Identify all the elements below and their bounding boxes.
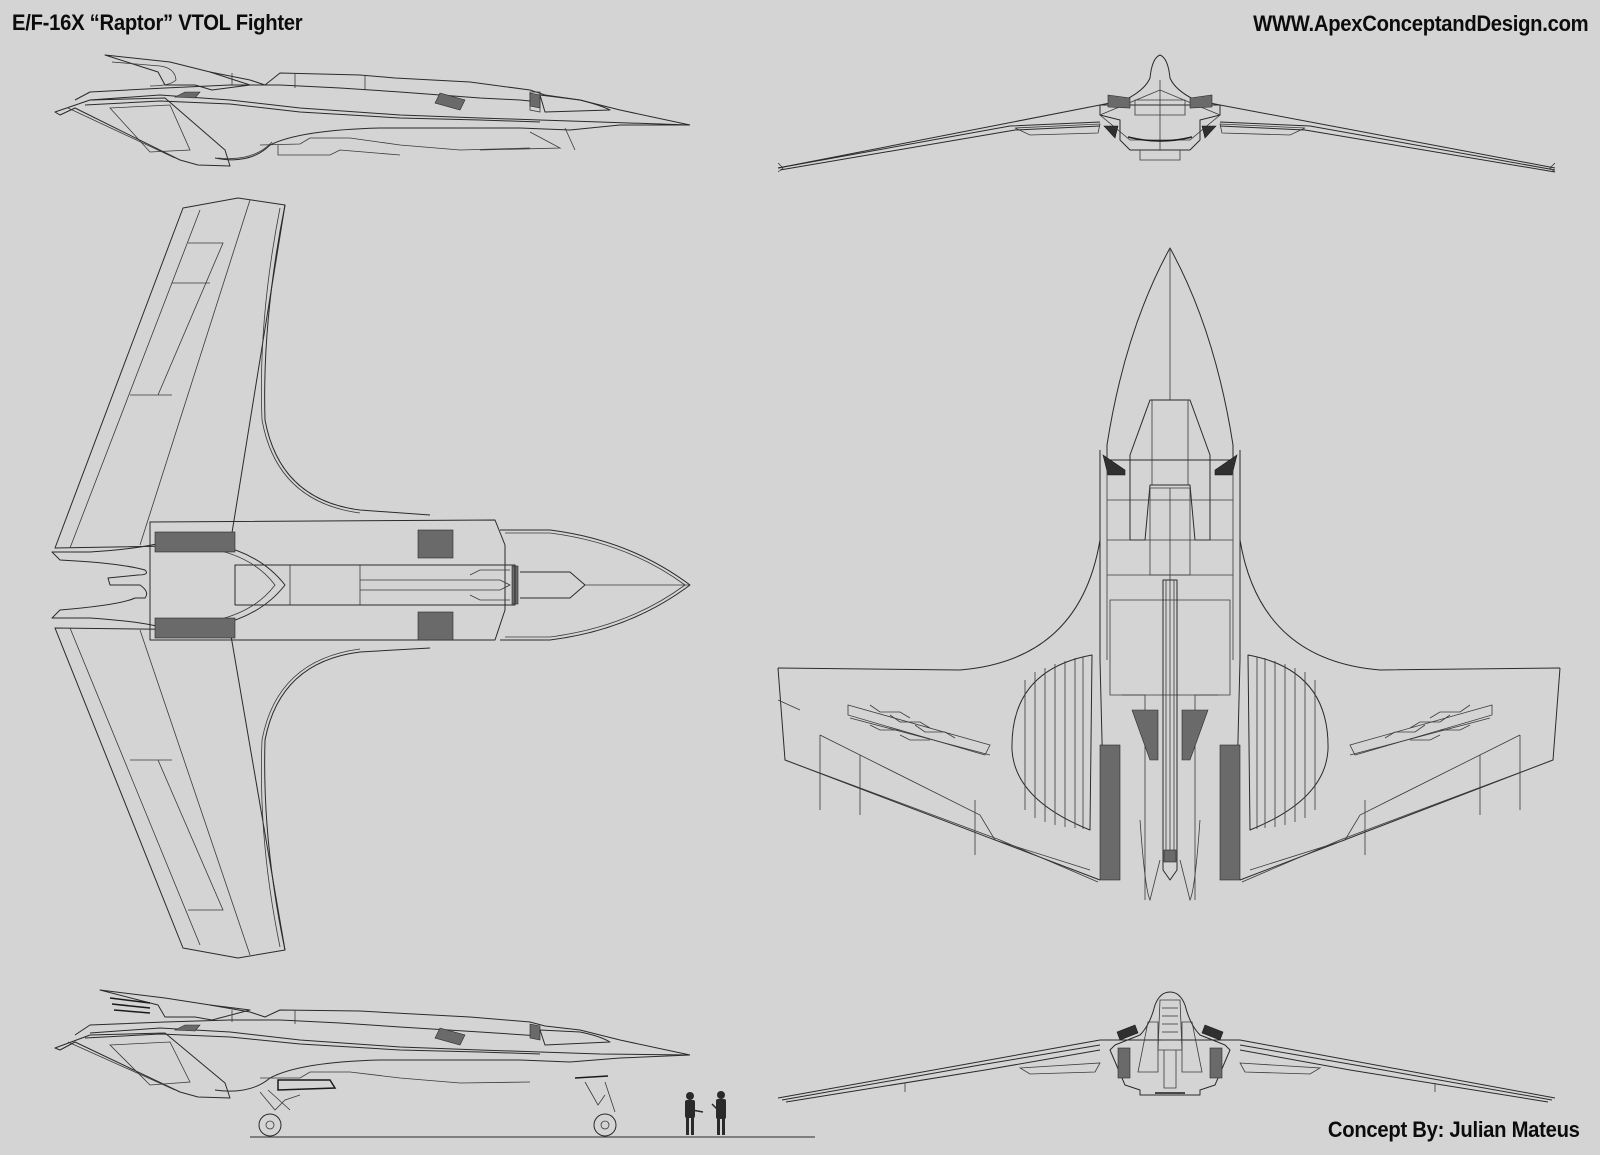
top-plan-view	[51, 197, 691, 959]
scale-figure-soldier-1	[685, 1092, 704, 1135]
left-lift-fan	[1011, 654, 1093, 831]
intake-vent-upper-left	[154, 531, 236, 553]
underside-plan-view	[777, 247, 1561, 902]
nose-landing-gear	[584, 1081, 617, 1137]
right-wing-missile-rack	[1349, 704, 1493, 756]
website-url: WWW.ApexConceptandDesign.com	[1252, 11, 1589, 36]
scale-figure-soldier-2	[711, 1091, 726, 1135]
drawing-title: E/F-16X “Raptor” VTOL Fighter	[12, 10, 303, 35]
rear-view	[777, 991, 1556, 1103]
intake-vent-lower-left	[154, 617, 236, 639]
main-landing-gear	[258, 1089, 301, 1137]
designer-credit: Concept By: Julian Mateus	[1328, 1117, 1580, 1142]
left-wing-missile-rack	[847, 704, 991, 756]
side-view-landing-gear-deployed	[54, 989, 815, 1138]
side-view-upper	[54, 54, 691, 167]
right-lift-fan	[1247, 654, 1329, 831]
front-view	[777, 54, 1556, 173]
